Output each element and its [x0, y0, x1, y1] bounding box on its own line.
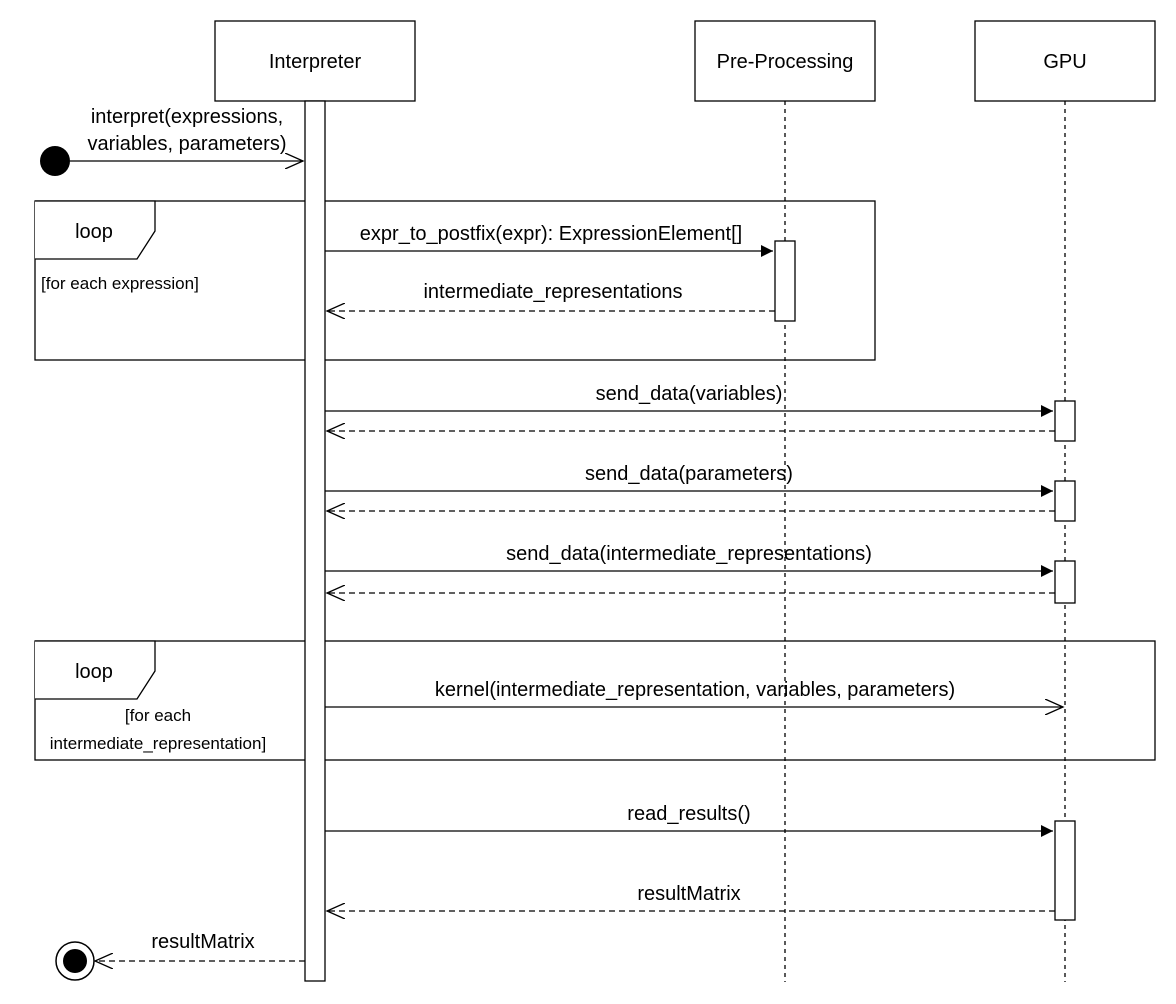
participant-gpu-label: GPU — [1043, 51, 1086, 73]
preprocessing-activation-bar — [774, 240, 796, 322]
gpu-activation-bar — [1054, 480, 1076, 522]
participant-interpreter: Interpreter — [214, 20, 416, 102]
interpreter-activation-bar — [304, 100, 326, 982]
final-node — [55, 941, 95, 981]
participant-preprocessing: Pre-Processing — [694, 20, 876, 102]
return-final-result-label: resultMatrix — [151, 931, 254, 953]
participant-gpu: GPU — [974, 20, 1156, 102]
loop2-keyword: loop — [75, 661, 113, 683]
message-send-variables-label: send_data(variables) — [596, 383, 783, 405]
participant-preprocessing-label: Pre-Processing — [717, 51, 854, 73]
participant-interpreter-label: Interpreter — [269, 51, 362, 73]
return-intermediate-label: intermediate_representations — [423, 281, 682, 303]
loop-fragment-expressions: loop [for each expression] — [34, 200, 876, 361]
message-send-intermediate-label: send_data(intermediate_representations) — [506, 543, 872, 565]
message-kernel-label: kernel(intermediate_representation, vari… — [435, 679, 955, 701]
initial-node — [40, 146, 70, 176]
return-result-matrix-label: resultMatrix — [637, 883, 740, 905]
gpu-activation-bar — [1054, 820, 1076, 921]
message-interpret-label-line2: variables, parameters) — [88, 133, 287, 155]
loop1-keyword: loop — [75, 221, 113, 243]
message-interpret-label-line1: interpret(expressions, — [91, 106, 283, 128]
loop2-guard-line1: [for each — [125, 706, 191, 725]
loop2-guard-line2: intermediate_representation] — [50, 734, 266, 753]
message-expr-to-postfix-label: expr_to_postfix(expr): ExpressionElement… — [360, 223, 742, 245]
loop1-guard: [for each expression] — [41, 274, 199, 293]
message-send-parameters-label: send_data(parameters) — [585, 463, 793, 485]
message-read-results-label: read_results() — [627, 803, 750, 825]
loop-fragment-intermediate: loop [for each intermediate_representati… — [34, 640, 1156, 761]
gpu-activation-bar — [1054, 400, 1076, 442]
gpu-activation-bar — [1054, 560, 1076, 604]
